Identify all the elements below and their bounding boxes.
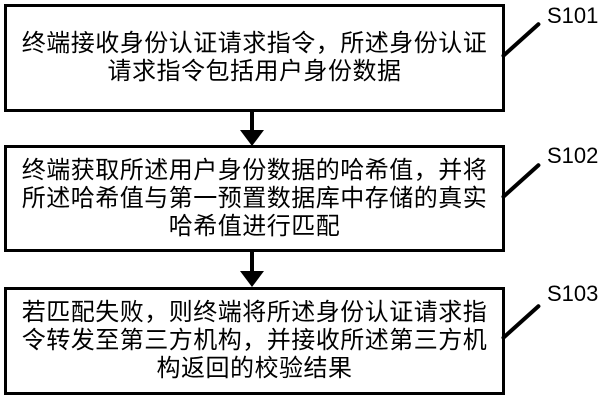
down-arrow-1-head-icon bbox=[240, 130, 264, 146]
step-label-s103: S103 bbox=[547, 281, 599, 306]
down-arrow-1-stem bbox=[250, 110, 254, 132]
step-s102-text-line: 所述哈希值与第一预置数据库中存储的真实 bbox=[21, 185, 488, 212]
step-s103-text-line: 若匹配失败，则终端将所述身份认证请求指 bbox=[21, 300, 488, 326]
flow-box-s103: 若匹配失败，则终端将所述身份认证请求指 令转发至第三方机构，并接收所述第三方机 … bbox=[4, 287, 505, 395]
step-s103-text-line: 构返回的校验结果 bbox=[156, 356, 353, 382]
down-arrow-2-head-icon bbox=[240, 271, 264, 287]
down-arrow-2-stem bbox=[250, 250, 254, 273]
label-connector-s102 bbox=[500, 162, 542, 200]
step-s102-text-line: 终端获取所述用户身份数据的哈希值，并将 bbox=[21, 157, 488, 184]
step-s102-text-line: 哈希值进行匹配 bbox=[168, 213, 341, 240]
step-label-s102: S102 bbox=[547, 143, 599, 168]
label-connector-s103 bbox=[500, 303, 542, 341]
flow-box-s102: 终端获取所述用户身份数据的哈希值，并将 所述哈希值与第一预置数据库中存储的真实 … bbox=[4, 145, 505, 252]
down-arrow-1 bbox=[240, 110, 264, 146]
step-s101-text-line: 终端接收身份认证请求指令，所述身份认证 bbox=[21, 31, 488, 57]
step-label-s101: S101 bbox=[547, 3, 599, 28]
step-s103-text-line: 令转发至第三方机构，并接收所述第三方机 bbox=[21, 328, 488, 354]
flow-box-s101: 终端接收身份认证请求指令，所述身份认证 请求指令包括用户身份数据 bbox=[4, 4, 505, 112]
down-arrow-2 bbox=[240, 250, 264, 287]
step-s101-text-line: 请求指令包括用户身份数据 bbox=[107, 59, 402, 85]
label-connector-s101 bbox=[500, 21, 542, 59]
